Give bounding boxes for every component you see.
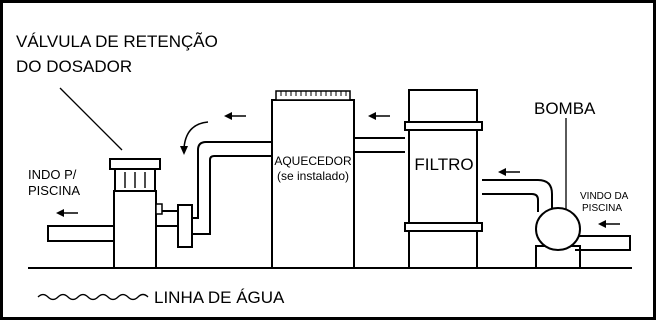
- heater-return-pipe: [192, 141, 272, 219]
- check-valve: [177, 204, 193, 248]
- heater-return-pipe-inner: [192, 155, 272, 235]
- filter-label: FILTRO: [414, 155, 473, 174]
- pump-label: BOMBA: [534, 99, 596, 118]
- heater: [271, 99, 355, 269]
- filter-bottom-band: [404, 222, 483, 232]
- chlorinator-ribs: [124, 172, 146, 188]
- flow-arrow-inlet: [598, 220, 620, 228]
- check-valve-label-line2: DO DOSADOR: [16, 57, 132, 76]
- filter-top: [408, 89, 478, 123]
- water-line-symbol: [37, 293, 149, 301]
- to-pool-label-line2: PISCINA: [28, 183, 80, 198]
- heater-label-line2: (se instalado): [277, 169, 349, 183]
- check-valve-label-line1: VÁLVULA DE RETENÇÃO: [16, 32, 218, 51]
- inlet-pipe: [575, 235, 631, 251]
- check-valve-leader-line: [59, 87, 123, 151]
- filter: [408, 129, 478, 224]
- filter-to-heater-pipe: [354, 137, 405, 153]
- pump-to-filter-pipe: [482, 179, 553, 210]
- flow-arrow-pump-filter: [498, 168, 520, 176]
- curved-flow-arrow: [183, 121, 209, 149]
- filter-band: [404, 121, 483, 131]
- outlet-pipe: [47, 225, 114, 242]
- heater-top-grill: [275, 90, 351, 101]
- heater-grill-ticks: [280, 91, 347, 96]
- filter-base: [408, 230, 478, 269]
- flow-arrow-filter-heater: [368, 112, 390, 120]
- flow-arrow-outlet: [56, 209, 78, 217]
- from-pool-label-line1: VINDO DA: [580, 191, 629, 202]
- check-valve-flange-small: [155, 203, 163, 215]
- heater-label-line1: AQUECEDOR: [274, 154, 352, 168]
- pump-to-filter-pipe-inner: [482, 193, 539, 212]
- flow-arrow-heater-left: [224, 112, 246, 120]
- water-line-label: LINHA DE ÁGUA: [154, 288, 285, 307]
- from-pool-label-line2: PISCINA: [582, 203, 622, 214]
- curved-flow-arrowhead: [180, 146, 188, 155]
- to-pool-label-line1: INDO P/: [28, 167, 77, 182]
- pump: [535, 207, 581, 251]
